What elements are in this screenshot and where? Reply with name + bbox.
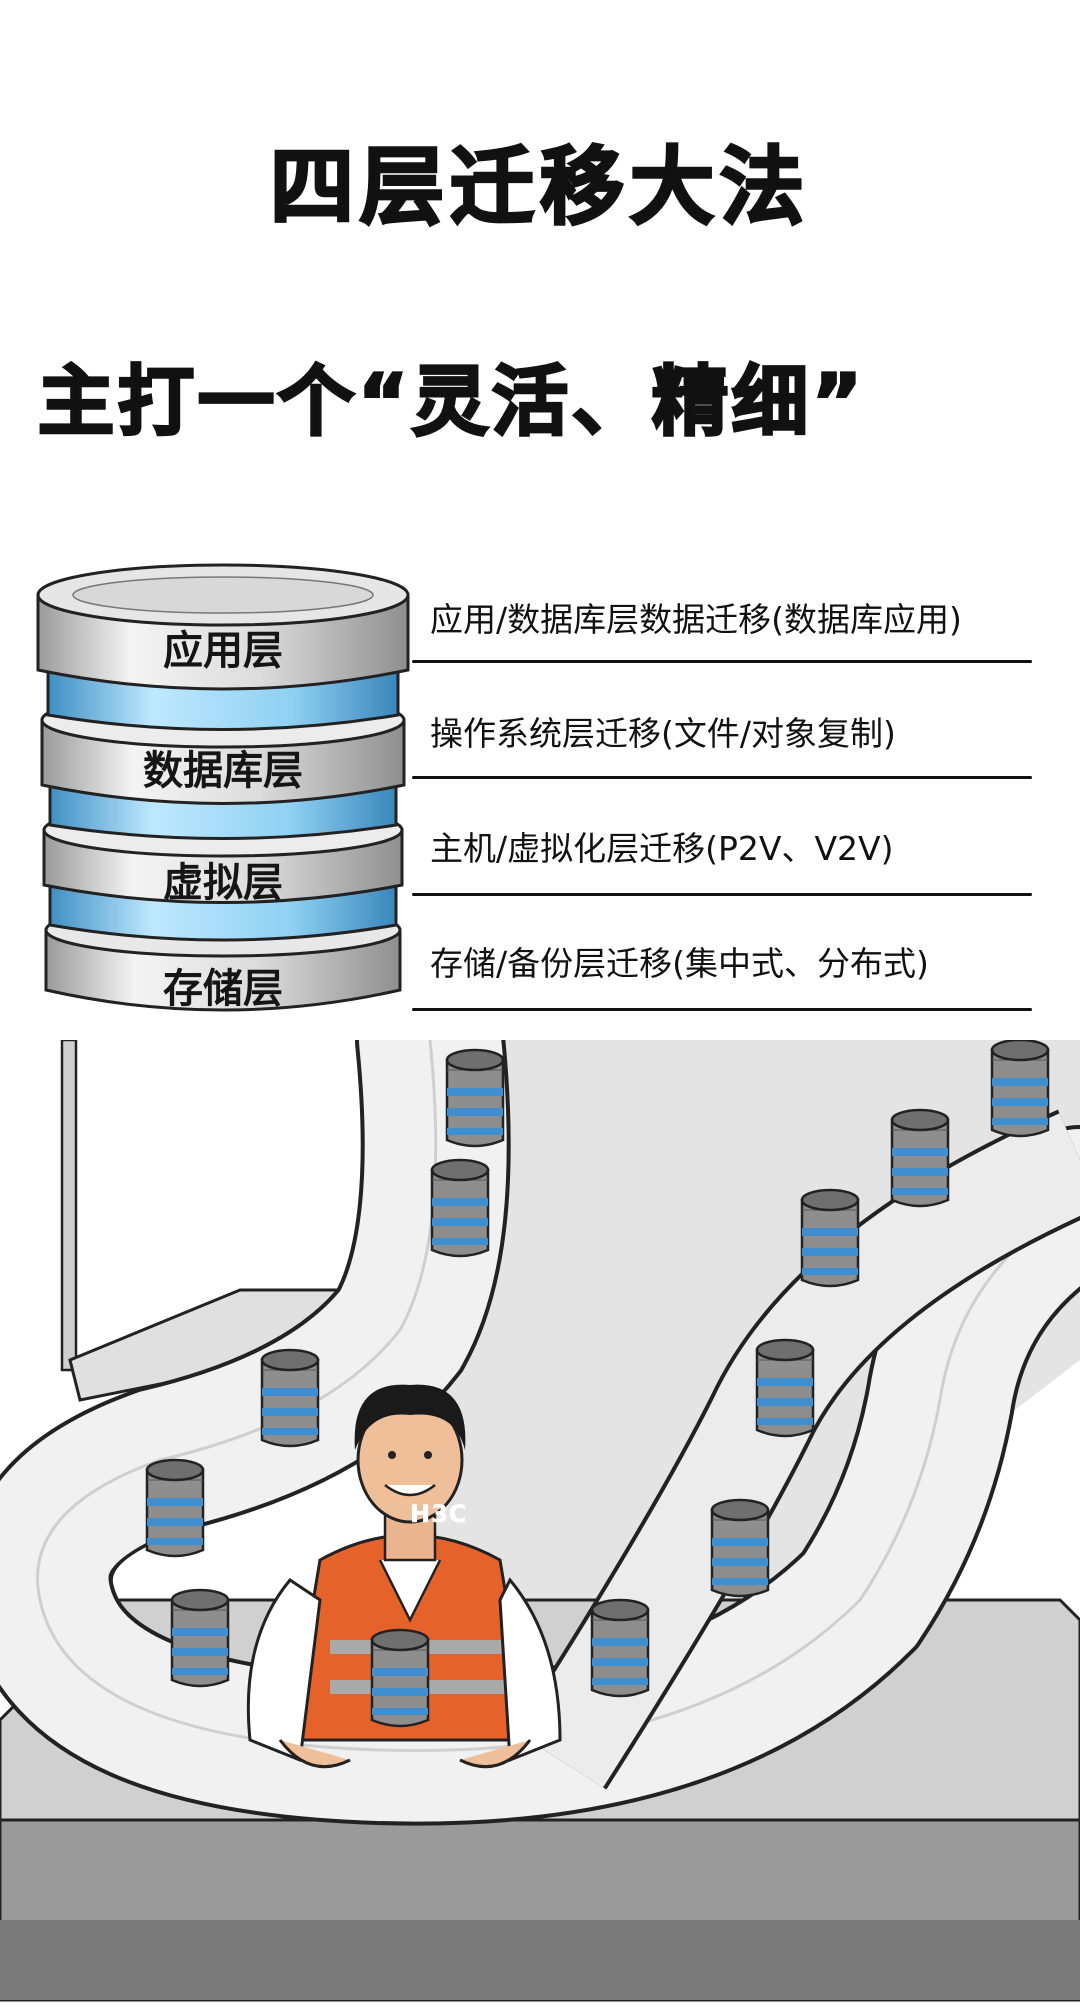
divider xyxy=(412,893,1032,896)
layer-label-database: 数据库层 xyxy=(143,748,303,794)
page-title: 四层迁移大法 xyxy=(268,137,810,238)
layer-description-virtual: 主机/虚拟化层迁移(P2V、V2V) xyxy=(430,829,894,868)
layer-label-application: 应用层 xyxy=(163,628,283,674)
divider xyxy=(412,660,1032,663)
divider xyxy=(412,776,1032,779)
layer-label-virtual: 虚拟层 xyxy=(163,860,283,906)
page-subtitle: 主打一个“灵活、精细” xyxy=(37,356,866,448)
divider xyxy=(412,1008,1032,1011)
worker xyxy=(246,1384,562,1769)
database-stack-icon: 应用层 数据库层 虚拟层 存储层 xyxy=(28,560,418,1060)
conveyor-belt-illustration xyxy=(0,965,1080,2003)
layer-label-storage: 存储层 xyxy=(163,966,283,1012)
layer-description-storage: 存储/备份层迁移(集中式、分布式) xyxy=(430,944,929,983)
vest-logo: H3C xyxy=(410,1500,468,1529)
layer-description-database: 操作系统层迁移(文件/对象复制) xyxy=(430,714,896,753)
layer-description-application: 应用/数据库层数据迁移(数据库应用) xyxy=(430,600,962,639)
